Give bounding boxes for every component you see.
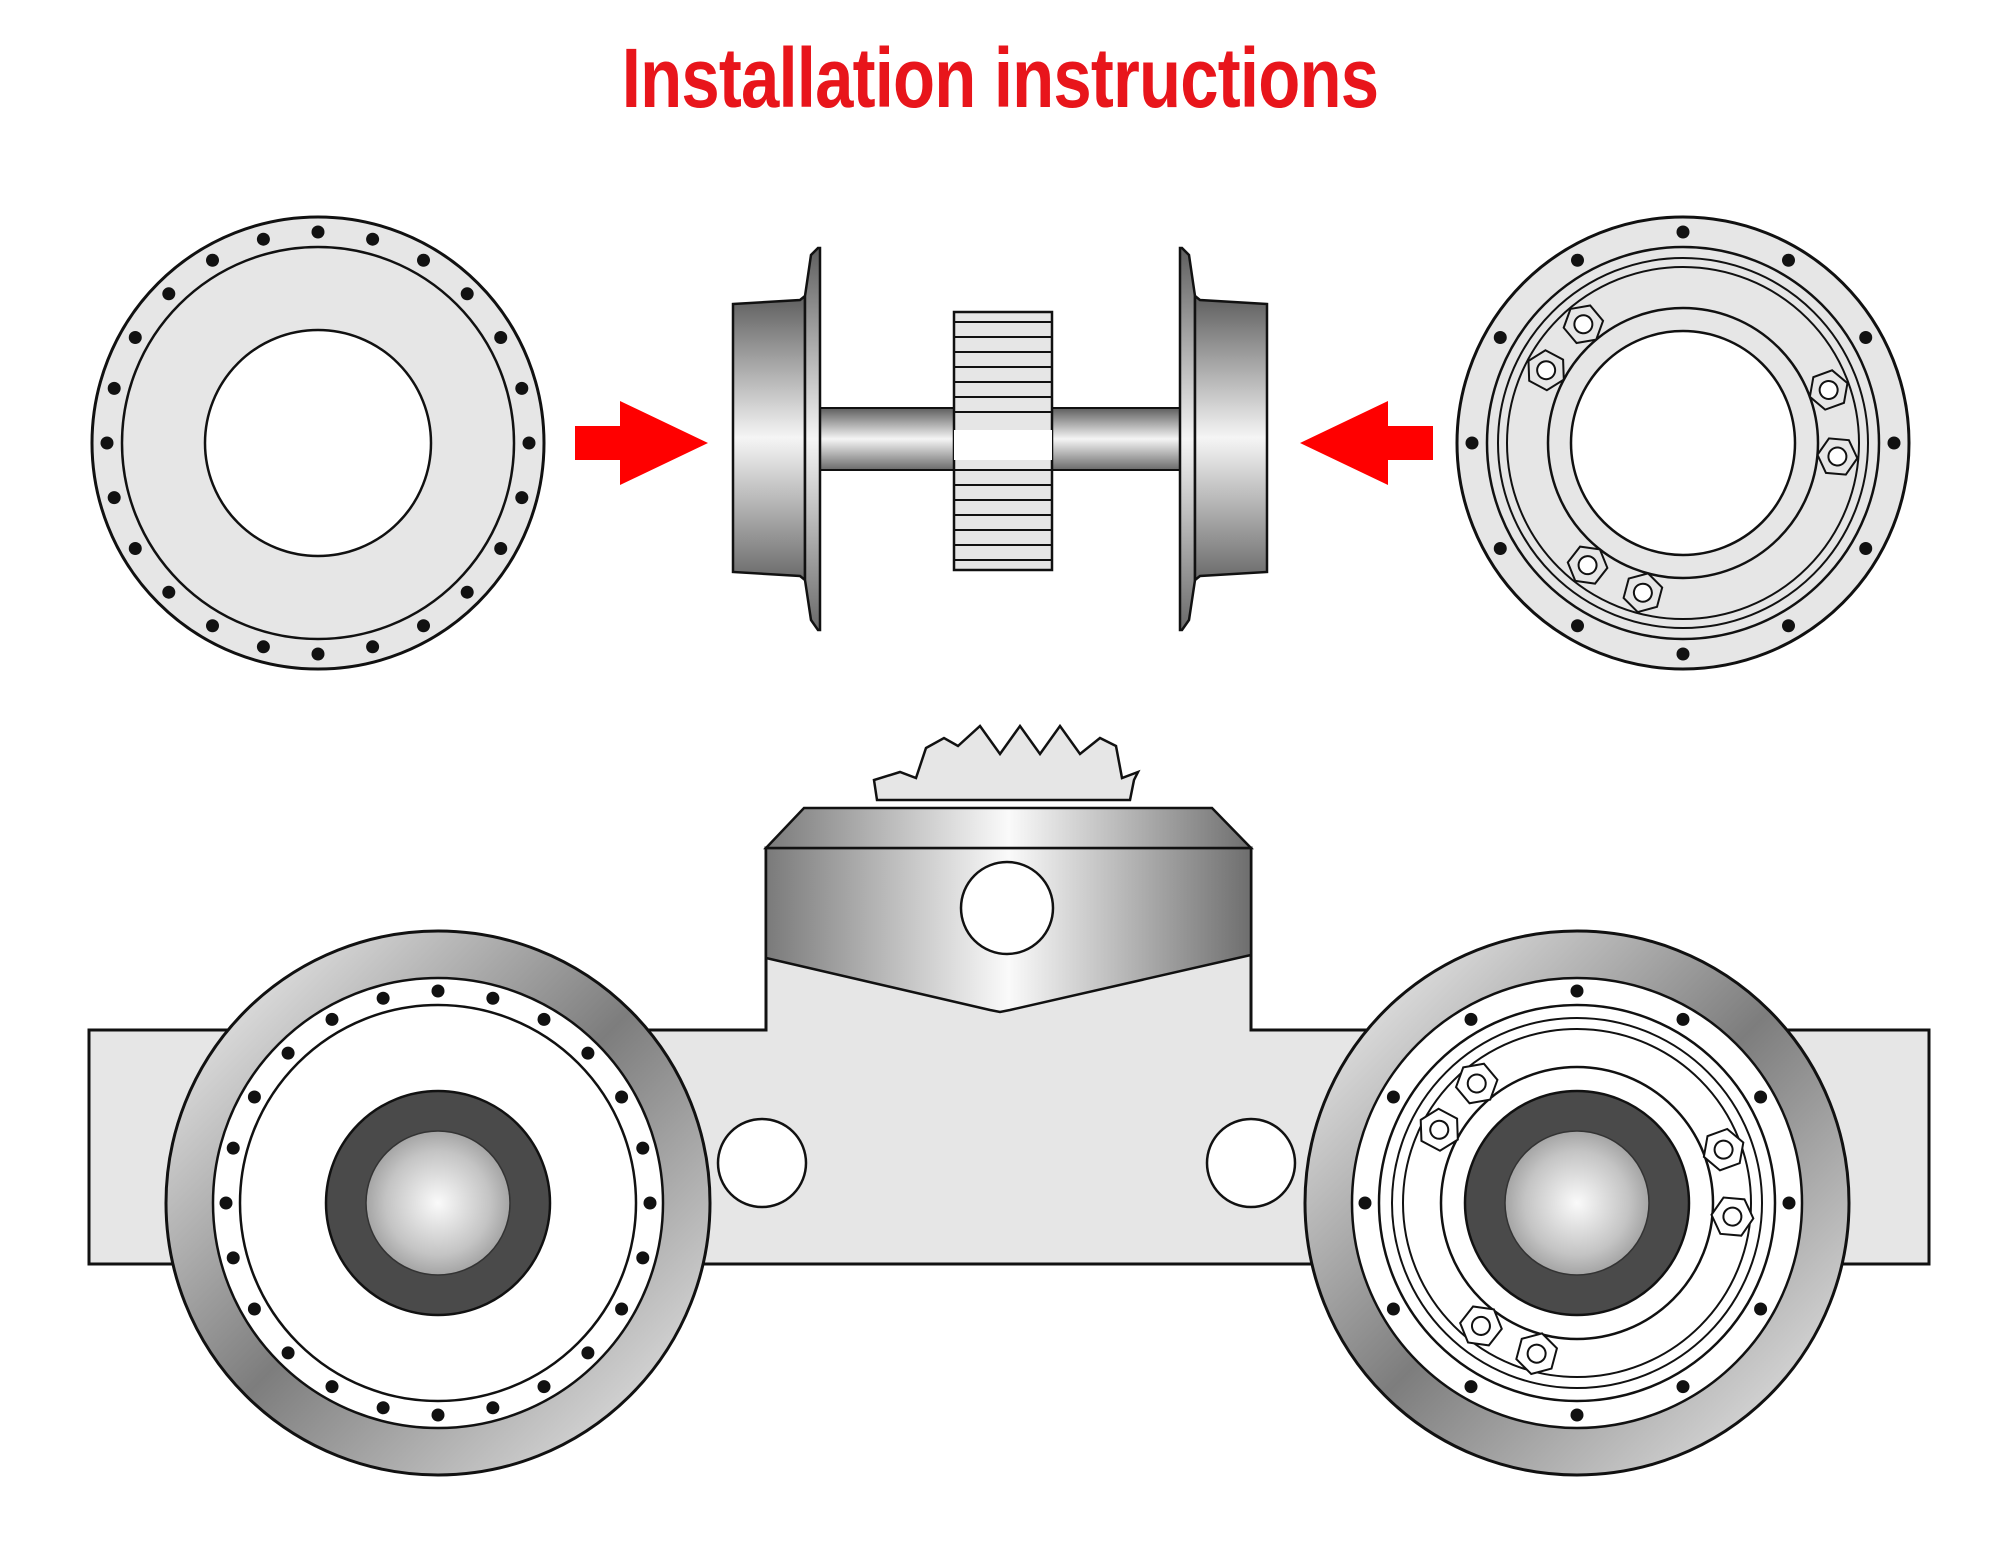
- bolt-hole: [226, 1141, 240, 1155]
- gear-teeth: [954, 321, 1052, 561]
- bolt-holes: [100, 225, 536, 661]
- bolt-hole: [247, 1090, 261, 1104]
- bolt-hole: [486, 1401, 500, 1415]
- bolt-holes: [219, 984, 657, 1422]
- bolt-hole: [311, 647, 325, 661]
- bolt-hole: [636, 1251, 650, 1265]
- bolt-hole: [1887, 436, 1901, 450]
- left-wheel: [164, 929, 712, 1477]
- bolt-hole: [417, 253, 430, 267]
- bolt-hole: [162, 585, 176, 599]
- left-bearing-disc: [90, 215, 546, 671]
- axle-hub: [1504, 1130, 1650, 1276]
- bolt-hole: [219, 1196, 233, 1210]
- bolt-hole: [1859, 542, 1873, 555]
- bolt-hole: [1465, 436, 1479, 450]
- bolt-hole: [1782, 619, 1795, 633]
- bolt-hole: [1386, 1090, 1400, 1104]
- bolt-hole: [522, 436, 536, 450]
- bolt-hole: [376, 991, 390, 1005]
- bolt-hole: [206, 253, 219, 267]
- bolt-hole: [460, 287, 474, 301]
- bolt-hole: [615, 1302, 629, 1316]
- bolt-hole: [1464, 1380, 1478, 1394]
- bolt-hole: [128, 331, 142, 344]
- bolt-hole: [515, 491, 529, 505]
- bolt-hole: [107, 491, 121, 505]
- bolt-hole: [366, 232, 380, 246]
- bolt-holes: [1465, 225, 1901, 661]
- bolt-hole: [537, 1380, 551, 1394]
- bolt-hole: [515, 381, 529, 395]
- axle-hub: [365, 1130, 511, 1276]
- page-title: Installation instructions: [621, 31, 1379, 125]
- bolt-hole: [281, 1046, 295, 1060]
- bolt-hole: [636, 1141, 650, 1155]
- bolt-hole: [1493, 542, 1507, 555]
- gearbox-hole: [959, 860, 1055, 956]
- bolt-hole: [1782, 253, 1795, 267]
- bolt-hole: [1386, 1302, 1400, 1316]
- right-wheel: [1303, 929, 1851, 1477]
- bolt-hole: [1676, 647, 1690, 661]
- right-bearing-disc: [1455, 215, 1911, 671]
- bolt-hole: [100, 436, 114, 450]
- bolt-hole: [431, 984, 445, 998]
- bolt-hole: [615, 1090, 629, 1104]
- gearbox-cap: [763, 806, 1254, 850]
- bolt-hole: [581, 1346, 595, 1360]
- right-arrow-icon: [1300, 401, 1433, 485]
- bolt-hole: [460, 585, 474, 599]
- bolt-hole: [1676, 225, 1690, 239]
- bolt-hole: [325, 1380, 339, 1394]
- bolt-hole: [1782, 1196, 1796, 1210]
- bolt-hole: [1859, 331, 1873, 344]
- bolt-hole: [247, 1302, 261, 1316]
- bolt-hole: [1754, 1090, 1768, 1104]
- bolt-hole: [281, 1346, 295, 1360]
- bolt-hole: [431, 1408, 445, 1422]
- bolt-hole: [256, 640, 270, 654]
- bolt-hole: [1570, 984, 1584, 998]
- bolt-hole: [366, 640, 380, 654]
- assembled-bogie: [87, 723, 1931, 1477]
- bolt-hole: [486, 991, 500, 1005]
- crown-gear: [872, 723, 1141, 802]
- bolt-hole: [494, 542, 508, 555]
- bolt-hole: [1493, 331, 1507, 344]
- bolt-hole: [1571, 619, 1584, 633]
- bolt-hole: [417, 619, 430, 633]
- bolt-hole: [162, 287, 176, 301]
- bolt-hole: [325, 1012, 339, 1026]
- frame-hole-right: [1205, 1117, 1297, 1209]
- bolt-hole: [537, 1012, 551, 1026]
- bolt-hole: [256, 232, 270, 246]
- bolt-hole: [311, 225, 325, 239]
- left-arrow-icon: [575, 401, 708, 485]
- bolt-hole: [1464, 1012, 1478, 1026]
- bolt-hole: [128, 542, 142, 555]
- bolt-hole: [581, 1046, 595, 1060]
- bolt-hole: [1676, 1012, 1690, 1026]
- bolt-hole: [1571, 253, 1584, 267]
- bolt-hole: [206, 619, 219, 633]
- bolt-holes: [1358, 984, 1796, 1422]
- bolt-hole: [1754, 1302, 1768, 1316]
- bolt-hole: [107, 381, 121, 395]
- bolt-hole: [1676, 1380, 1690, 1394]
- bolt-hole: [376, 1401, 390, 1415]
- bolt-hole: [1570, 1408, 1584, 1422]
- wheelset: [731, 246, 1269, 632]
- bolt-hole: [226, 1251, 240, 1265]
- bolt-hole: [643, 1196, 657, 1210]
- frame-hole-left: [716, 1117, 808, 1209]
- bolt-hole: [1358, 1196, 1372, 1210]
- bolt-hole: [494, 331, 508, 344]
